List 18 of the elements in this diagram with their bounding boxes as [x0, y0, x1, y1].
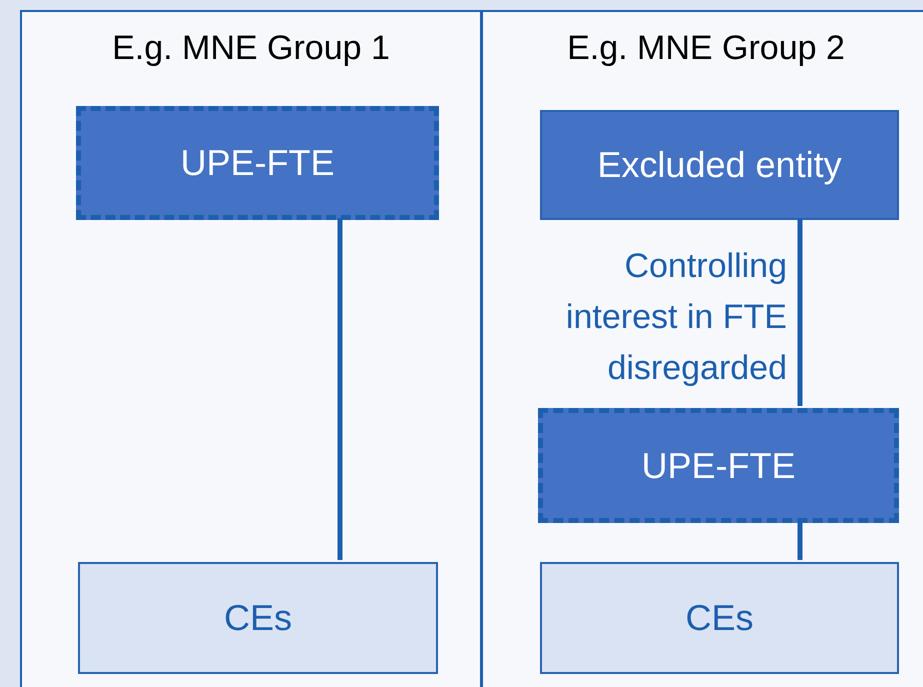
entity-box	[78, 562, 438, 674]
connector-line	[798, 218, 802, 406]
entity-box	[76, 106, 439, 220]
entity-label: UPE-FTE	[180, 141, 334, 185]
entity-label: Excluded entity	[597, 143, 842, 187]
group-heading: E.g. MNE Group 2	[567, 28, 845, 69]
group-panel	[20, 10, 482, 687]
group-panel	[481, 10, 923, 687]
entity-label: UPE-FTE	[641, 444, 796, 488]
connector-line	[798, 521, 802, 560]
group-heading: E.g. MNE Group 1	[112, 28, 390, 69]
entity-box	[538, 408, 899, 523]
entity-label: CEs	[224, 596, 292, 640]
entity-box	[540, 110, 899, 220]
edge-label: Controlling interest in FTE disregarded	[564, 246, 787, 389]
connector-line	[338, 218, 342, 560]
entity-box	[540, 562, 899, 674]
entity-label: CEs	[685, 596, 754, 640]
